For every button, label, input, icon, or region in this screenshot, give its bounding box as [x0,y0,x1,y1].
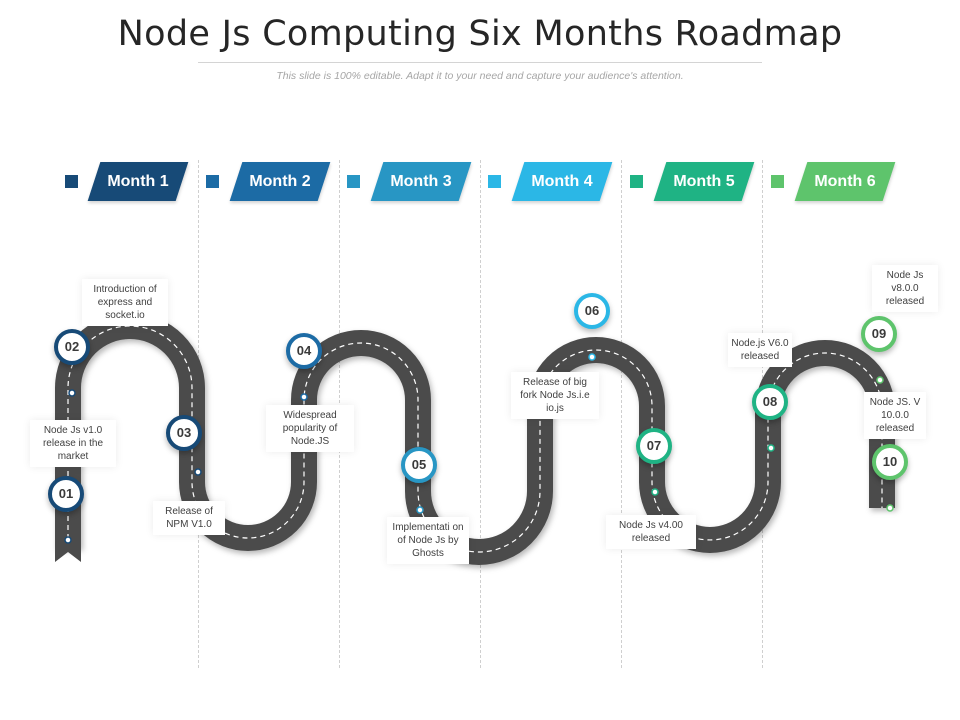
milestone-badge-01: 01 [48,476,84,512]
connector-dot [300,393,308,401]
connector-dot [876,376,884,384]
title-divider [198,62,762,63]
milestone-text-10: Node JS. V 10.0.0 released [864,392,926,439]
milestone-text-05: Implementati on of Node Js by Ghosts [387,517,469,564]
month-4-marker [488,175,501,188]
road-body [55,313,895,565]
connector-dot [651,488,659,496]
page-title: Node Js Computing Six Months Roadmap [117,14,843,54]
column-divider [621,160,622,668]
month-6-marker [771,175,784,188]
connector-dot [886,504,894,512]
milestone-badge-10: 10 [872,444,908,480]
milestone-text-03: Release of NPM V1.0 [153,501,225,535]
milestone-badge-04: 04 [286,333,322,369]
milestone-badge-08: 08 [752,384,788,420]
month-2-marker [206,175,219,188]
milestone-badge-03: 03 [166,415,202,451]
page-subtitle: This slide is 100% editable. Adapt it to… [276,70,684,82]
milestone-badge-09: 09 [861,316,897,352]
connector-dot [68,389,76,397]
milestone-text-07: Node Js v4.00 released [606,515,696,549]
connector-dot [588,353,596,361]
milestone-text-08: Node.js V6.0 released [728,333,792,367]
milestone-text-09: Node Js v8.0.0 released [872,265,938,312]
milestone-badge-06: 06 [574,293,610,329]
milestone-text-06: Release of big fork Node Js.i.e io.js [511,372,599,419]
connector-dot [416,506,424,514]
connector-dot [64,536,72,544]
month-5-marker [630,175,643,188]
connector-dot [194,468,202,476]
month-3-marker [347,175,360,188]
milestone-badge-05: 05 [401,447,437,483]
milestone-text-01: Node Js v1.0 release in the market [30,420,116,467]
milestone-badge-07: 07 [636,428,672,464]
month-1-marker [65,175,78,188]
milestone-badge-02: 02 [54,329,90,365]
milestone-text-02: Introduction of express and socket.io [82,279,168,326]
milestone-text-04: Widespread popularity of Node.JS [266,405,354,452]
road-start-notch [55,538,81,562]
column-divider [480,160,481,668]
connector-dot [767,444,775,452]
